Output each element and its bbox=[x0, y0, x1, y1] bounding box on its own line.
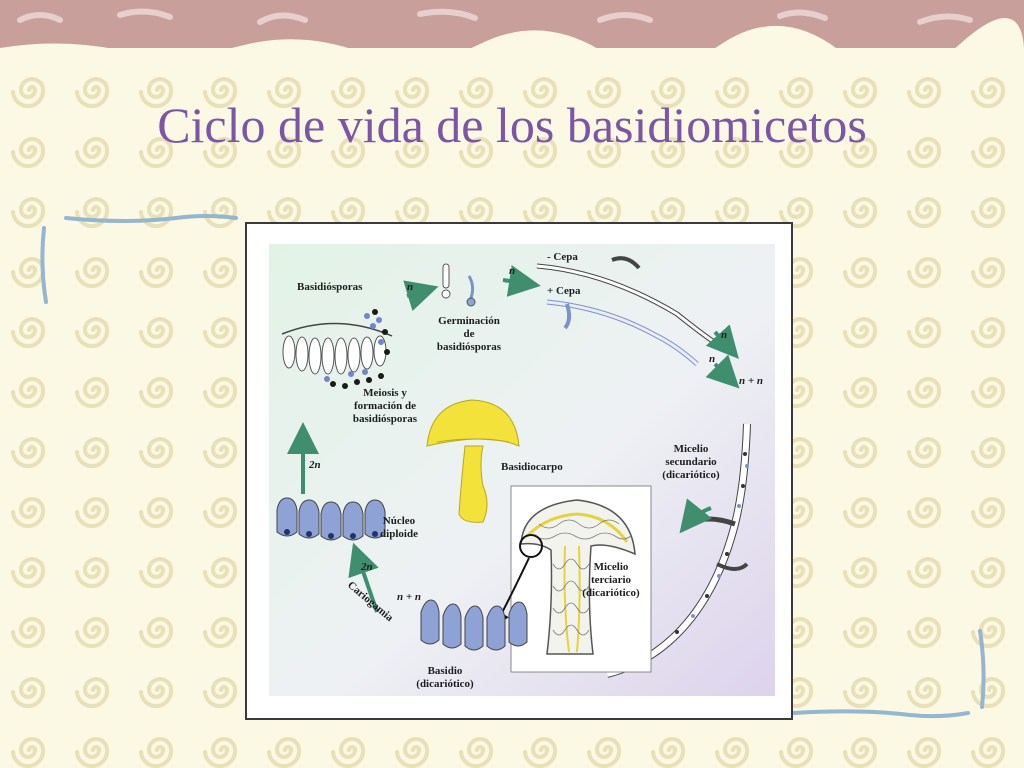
label-cepa-menos: - Cepa bbox=[547, 251, 578, 263]
label-micelio-secundario-2: secundario bbox=[665, 456, 717, 468]
label-n-right-2: n bbox=[709, 353, 715, 365]
left-bracket-decoration bbox=[40, 214, 238, 304]
label-germinacion-3: basidiósporas bbox=[437, 341, 502, 353]
label-meiosis-1: Meiosis y bbox=[363, 387, 407, 399]
label-nucleo-diploide-1: Núcleo bbox=[383, 515, 416, 527]
label-basidio-1: Basidio bbox=[428, 665, 463, 677]
cycle-arrows bbox=[287, 265, 740, 613]
basidiocarp-mushroom bbox=[426, 399, 520, 523]
label-micelio-terciario-3: (dicariótico) bbox=[582, 587, 640, 599]
label-n-2: n bbox=[509, 265, 515, 277]
label-micelio-terciario-1: Micelio bbox=[594, 561, 629, 573]
label-n-plus-n-bottom: n + n bbox=[397, 591, 421, 603]
label-nucleo-diploide-2: diploide bbox=[380, 528, 418, 540]
label-micelio-secundario-3: (dicariótico) bbox=[662, 469, 720, 481]
label-n-right-1: n bbox=[721, 329, 727, 341]
label-n-1: n bbox=[407, 281, 413, 293]
label-n-plus-n-right: n + n bbox=[739, 375, 763, 387]
label-meiosis-2: formación de bbox=[354, 400, 416, 412]
label-2n-bottom: 2n bbox=[360, 561, 373, 573]
plus-minus-hyphae bbox=[536, 256, 719, 366]
germinating-spores bbox=[441, 263, 476, 307]
right-bracket-decoration bbox=[792, 629, 986, 719]
label-2n-left: 2n bbox=[308, 459, 321, 471]
label-micelio-terciario-2: terciario bbox=[591, 574, 632, 586]
label-basidiosporas: Basidiósporas bbox=[297, 281, 363, 293]
basidiomycete-life-cycle-diagram: Basidiósporas n n Germinación de basidió… bbox=[269, 244, 775, 696]
tertiary-mycelium-inset bbox=[494, 485, 652, 673]
diploid-basidia bbox=[276, 497, 386, 541]
label-basidio-2: (dicariótico) bbox=[416, 678, 474, 690]
label-cepa-mas: + Cepa bbox=[547, 285, 581, 297]
label-micelio-secundario-1: Micelio bbox=[674, 443, 709, 455]
label-meiosis-3: basidiósporas bbox=[353, 413, 418, 425]
label-germinacion-1: Germinación bbox=[438, 315, 500, 327]
label-basidiocarpo: Basidiocarpo bbox=[501, 461, 563, 473]
dikaryotic-basidia bbox=[420, 599, 528, 651]
basidia-with-spores bbox=[281, 309, 393, 389]
life-cycle-diagram-frame: Basidiósporas n n Germinación de basidió… bbox=[245, 222, 793, 720]
label-germinacion-2: de bbox=[464, 328, 475, 340]
slide-title: Ciclo de vida de los basidiomicetos bbox=[157, 97, 867, 153]
top-decorative-band bbox=[0, 0, 1024, 60]
